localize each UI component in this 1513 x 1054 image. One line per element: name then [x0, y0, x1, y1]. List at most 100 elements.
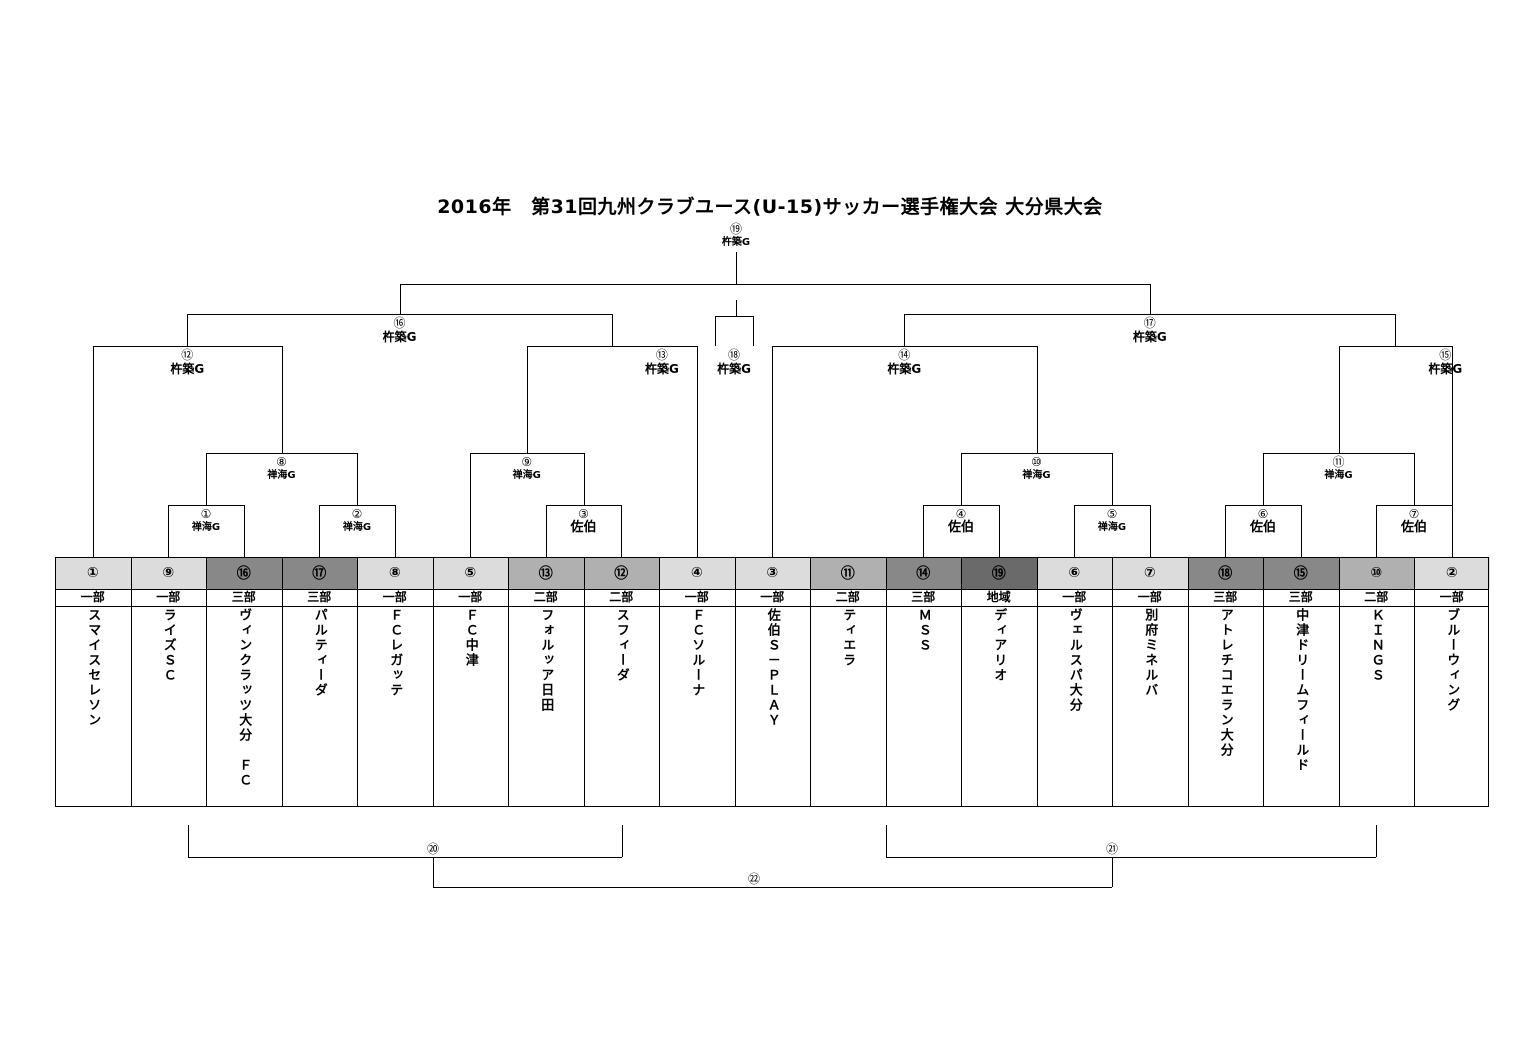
- bracket-line: [319, 505, 395, 506]
- team-name-text: ライズＳＣ: [160, 608, 176, 683]
- team-seed: ④: [659, 557, 735, 589]
- bracket-line: [886, 825, 887, 857]
- page-title: 2016年 第31回九州クラブユース(U-15)サッカー選手権大会 大分県大会: [437, 196, 1103, 218]
- match-venue: 杵築G: [717, 362, 751, 376]
- team-name-text: ブルーウィング: [1444, 608, 1460, 713]
- bracket-line: [886, 857, 1376, 858]
- column-divider: [584, 557, 585, 807]
- column-divider: [282, 557, 283, 807]
- bracket-line: [395, 505, 396, 557]
- bracket-line: [93, 346, 94, 557]
- team-name: ヴェルスパ大分: [1037, 608, 1113, 806]
- match-venue: 杵築G: [721, 237, 751, 248]
- team-division: 一部: [382, 590, 407, 604]
- team-seed: ⑰: [281, 557, 357, 589]
- team-name-text: ヴェルスパ大分: [1066, 608, 1082, 713]
- team-division: 二部: [835, 590, 860, 604]
- bracket-line: [281, 346, 283, 453]
- bracket-line: [1263, 453, 1414, 454]
- bracket-line: [1376, 825, 1377, 857]
- column-divider: [1188, 557, 1189, 807]
- bracket-line: [546, 505, 547, 557]
- team-seed: ⑨: [130, 557, 206, 589]
- bracket-line: [736, 252, 737, 284]
- team-seed: ⑫: [583, 557, 659, 589]
- bracket-line: [772, 346, 773, 557]
- match-venue: 杵築G: [1428, 362, 1463, 376]
- match-venue: 禅海G: [1022, 470, 1051, 481]
- bracket-line: [904, 314, 906, 346]
- team-name-text: ティエラ: [840, 608, 856, 668]
- team-name-text: パルティーダ: [311, 608, 327, 698]
- team-name: ブルーウィング: [1414, 608, 1490, 806]
- column-divider: [810, 557, 811, 807]
- column-divider: [659, 557, 660, 807]
- bracket-line: [736, 300, 737, 316]
- bracket-line: [611, 314, 613, 346]
- match-venue: 禅海G: [342, 522, 372, 533]
- team-name: ＦＣソルーナ: [659, 608, 735, 806]
- team-name: 中津ドリームフィールド: [1263, 608, 1339, 806]
- team-division: 二部: [609, 590, 634, 604]
- team-name: フォルッア日田: [508, 608, 584, 806]
- team-name-text: ＭＳＳ: [915, 608, 931, 653]
- bracket-line: [188, 857, 622, 858]
- match-number: ⑱: [727, 348, 740, 362]
- team-name-text: ヴィンクラッツ大分 ＦＣ: [236, 608, 252, 788]
- bracket-line: [433, 857, 434, 887]
- bracket-line: [1225, 505, 1301, 506]
- bracket-line: [526, 346, 697, 347]
- team-division: 一部: [684, 590, 709, 604]
- match-number: ⑨: [521, 455, 533, 469]
- match-number: ⑥: [1257, 507, 1269, 521]
- bracket-line: [93, 346, 282, 347]
- bracket-line: [1414, 453, 1415, 505]
- team-name-text: ディアリオ: [991, 608, 1007, 683]
- team-seed: ②: [1414, 557, 1490, 589]
- bracket-line: [187, 314, 612, 315]
- column-divider: [1339, 557, 1340, 807]
- team-seed: ⑬: [508, 557, 584, 589]
- team-division: 三部: [231, 590, 256, 604]
- bracket-line: [399, 284, 401, 314]
- team-division: 一部: [156, 590, 181, 604]
- match-venue: 禅海G: [1097, 522, 1127, 533]
- bracket-line: [168, 505, 169, 557]
- team-name: ＫＩＮＧＳ: [1339, 608, 1415, 806]
- team-name: 別府ミネルバ: [1112, 608, 1188, 806]
- team-name-text: スマイスセレソン: [85, 608, 101, 728]
- bracket-line: [1395, 314, 1397, 346]
- match-venue: 佐伯: [570, 520, 597, 535]
- match-number: ⑧: [276, 455, 287, 469]
- column-divider: [1037, 557, 1038, 807]
- match-venue: 杵築G: [170, 362, 205, 376]
- column-divider: [357, 557, 358, 807]
- team-name: パルティーダ: [282, 608, 358, 806]
- bracket-line: [961, 453, 962, 505]
- bracket-line: [1338, 346, 1340, 453]
- match-number: ②: [351, 507, 363, 521]
- team-division: 一部: [1439, 590, 1464, 604]
- bracket-line: [470, 453, 471, 557]
- bracket-line: [433, 887, 1112, 888]
- column-divider: [131, 557, 132, 807]
- team-seed: ⑭: [885, 557, 961, 589]
- team-name: ディアリオ: [961, 608, 1037, 806]
